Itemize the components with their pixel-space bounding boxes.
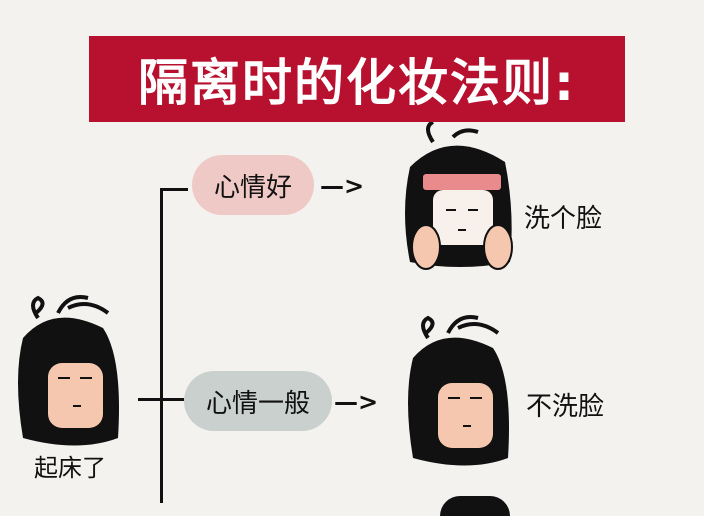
start-label: 起床了 [34,454,106,482]
mood-good-label: 心情好 [213,172,292,203]
result-wash-face: 洗个脸 [524,204,603,234]
arrow-icon: —> [320,172,365,200]
partial-face-icon [440,496,510,516]
arrow-icon: —> [334,388,379,416]
flow-branch-mid-line [138,398,184,401]
flow-branch-top-line [160,188,188,191]
face-mask-hands-icon [405,122,513,270]
mood-good-bubble: 心情好 [192,155,314,215]
flow-vertical-line [160,188,163,503]
page-title: 隔离时的化妆法则: [138,54,576,112]
messy-hair-face-icon [18,295,119,446]
result-no-wash: 不洗脸 [526,392,605,422]
title-banner: 隔离时的化妆法则: [89,36,625,122]
mood-normal-bubble: 心情一般 [184,371,332,431]
messy-hair-face-icon [408,315,509,466]
mood-normal-label: 心情一般 [205,388,310,419]
